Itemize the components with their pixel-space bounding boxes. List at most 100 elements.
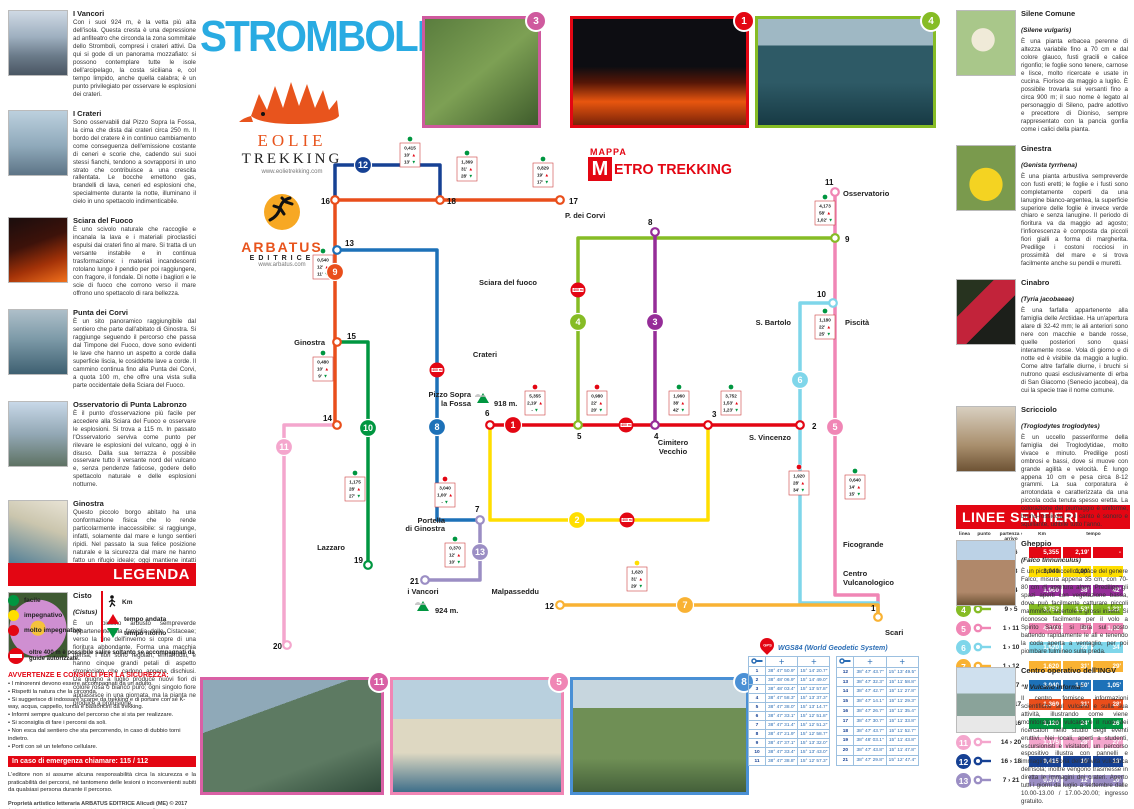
svg-text:1,23' ▼: 1,23' ▼ (723, 408, 739, 413)
line-badge-11: 11 (274, 437, 294, 457)
linee-cell: 4,173 (1029, 623, 1061, 634)
longitude: 15° 13' 49.5″ (885, 666, 919, 678)
svg-text:2: 2 (574, 515, 579, 525)
linee-cell: 1,53' (1063, 604, 1091, 615)
svg-text:20: 20 (273, 642, 282, 651)
legend-symbol-item: tempo ritorno (107, 628, 196, 638)
place-label: Centro (843, 569, 868, 578)
linee-cell: 42' (1093, 585, 1123, 596)
svg-text:0,829: 0,829 (537, 166, 549, 171)
svg-text:7: 7 (475, 505, 480, 514)
svg-text:31' ▲: 31' ▲ (631, 577, 643, 582)
legend-symbol-item: tempo andata (107, 614, 196, 624)
svg-text:17' ▼: 17' ▼ (537, 180, 549, 185)
partenza-arrivo: 1 › 10 (1002, 644, 1020, 651)
entry-heading: I Vancori (73, 9, 105, 18)
photo-number-badge: 5 (548, 671, 570, 693)
entry-body: È un sito panoramico raggiungibile dal s… (73, 318, 196, 389)
svg-text:10' ▲: 10' ▲ (317, 367, 329, 372)
svg-text:13: 13 (345, 239, 354, 248)
point-number: 6 (748, 711, 766, 721)
emergency-bar: In caso di emergenza chiamare: 115 / 112 (8, 756, 196, 768)
sidebar-entry: Gheppio(Falco tinnunculus)È un piccolo u… (956, 539, 1128, 656)
entry-body: È il punto d'osservazione più facile per… (73, 409, 196, 489)
svg-text:12' ▲: 12' ▲ (317, 265, 329, 270)
legend-label: tempo ritorno (124, 629, 167, 637)
village-photo (8, 500, 68, 567)
linee-cell: 1,50' (1063, 680, 1091, 691)
latitude: 38° 47' 33.4″ (764, 747, 799, 757)
station-17: 17 (555, 195, 578, 206)
linee-cell: 5,355 (1029, 547, 1061, 558)
line-number-badge: 5 (956, 621, 971, 636)
longitude: 15° 11' 35.4″ (885, 706, 919, 717)
linee-cell: 1,05' (1093, 680, 1123, 691)
lava-photo (8, 217, 68, 284)
latitude: 38° 47' 37.1″ (764, 738, 799, 748)
place-label: Cimitero (658, 438, 689, 447)
legend-label: impegnativo (24, 612, 63, 619)
latitude: 38° 47' 58.3″ (764, 693, 799, 703)
framed-photo: 8 (570, 671, 755, 795)
svg-text:14: 14 (323, 414, 332, 423)
line-badge-6: 6 (790, 370, 810, 390)
line-badge-2: 2 (567, 510, 587, 530)
linee-cell: 0,415 (1029, 756, 1061, 767)
station-9: 9 (830, 233, 850, 244)
linee-cell: 24' (1063, 718, 1091, 729)
safety-list: I minorenni devono essere accompagnati d… (8, 681, 196, 751)
partenza-arrivo: 7 › 21 (1002, 777, 1020, 784)
point-number: 21 (836, 755, 855, 766)
linee-cell: 1,175 (1029, 737, 1061, 748)
point-number: 3 (748, 684, 766, 694)
entry-heading: Centro operativo dell'INGV (1021, 665, 1117, 675)
limit-400m-sign-icon: 400 m (570, 282, 586, 298)
svg-text:3,752: 3,752 (725, 394, 737, 399)
station-8: 8 (648, 218, 660, 237)
partenza-arrivo: 9 › 5 (1004, 606, 1018, 613)
point-number: 13 (836, 676, 855, 688)
linee-table-headers: linea punto partenza › arrivo Km tempo (959, 532, 1101, 542)
latitude: 38° 47' 38.8″ (764, 756, 799, 766)
photo-number-badge: 4 (920, 10, 942, 32)
line-number-badge: 13 (956, 773, 971, 788)
svg-text:5: 5 (577, 432, 582, 441)
eolie-url: www.eolietrekking.com (261, 169, 323, 175)
linee-cell: 3,040 (1029, 680, 1061, 691)
place-label: la Fossa (441, 399, 472, 408)
limit-400m-sign-icon: 400 m (618, 417, 634, 433)
safety-item: I minorenni devono essere accompagnati d… (8, 681, 196, 689)
line-badge-3: 3 (645, 312, 665, 332)
longitude: 15° 13' 14.7″ (797, 702, 831, 712)
safety-item: Porti con sé un telefono cellulare. (8, 744, 196, 752)
place-label: Ficogrande (843, 540, 883, 549)
linee-cell: 1,23' (1093, 604, 1123, 615)
linee-cell: 0,370 (1029, 775, 1061, 786)
entry-heading: Sciara del Fuoco (73, 216, 134, 226)
latitude: 38° 47' 33.1″ (764, 711, 799, 721)
station-18: 18 (435, 195, 456, 206)
place-label: Malpasseddu (491, 587, 539, 596)
linee-cell: 3,040 (1029, 566, 1061, 577)
svg-text:1,920: 1,920 (793, 474, 805, 479)
trail-key-icon (973, 620, 993, 638)
svg-text:16: 16 (321, 197, 330, 206)
